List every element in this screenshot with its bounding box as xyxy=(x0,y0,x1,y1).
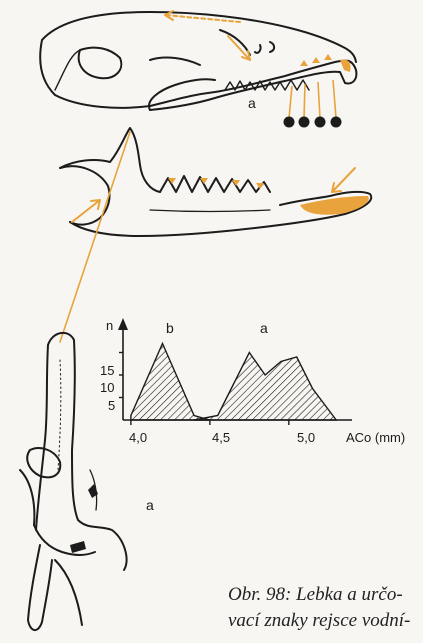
caption-line-1: Obr. 98: Lebka a určo- xyxy=(228,582,423,608)
mandible-drawing xyxy=(60,128,371,236)
figure-caption: Obr. 98: Lebka a určo- vací znaky rejsce… xyxy=(228,582,423,634)
y-tick-label-15: 15 xyxy=(100,363,114,378)
series-a-label: a xyxy=(260,320,268,336)
caption-line-2: vací znaky rejsce vodní- xyxy=(228,608,423,634)
chart-y-axis-arrow xyxy=(118,318,128,330)
x-tick-label-4-5: 4,5 xyxy=(212,430,230,445)
skull-drawing xyxy=(40,12,356,110)
y-tick-label-10: 10 xyxy=(100,380,114,395)
skull-label: a xyxy=(248,95,256,111)
x-tick-label-5-0: 5,0 xyxy=(297,430,315,445)
chart-x-axis-label: ACo (mm) xyxy=(346,430,405,445)
chart-series-b-area xyxy=(131,344,210,421)
chart-series-group xyxy=(131,344,336,421)
x-tick-label-4-0: 4,0 xyxy=(129,430,147,445)
tooth-dot-3 xyxy=(315,117,326,128)
condyle-label: a xyxy=(146,497,154,513)
mandible-tooth-stains xyxy=(168,178,369,215)
condyle-dark-marks xyxy=(70,484,98,553)
y-tick-label-5: 5 xyxy=(108,398,115,413)
chart-y-axis-label: n xyxy=(106,318,113,333)
series-b-label: b xyxy=(166,320,174,336)
tooth-dot-2 xyxy=(299,117,310,128)
chart-series-a-area xyxy=(194,353,336,421)
tooth-dot-4 xyxy=(331,117,342,128)
tooth-marker-dots xyxy=(284,117,342,128)
tooth-leader-lines xyxy=(289,80,336,118)
chart xyxy=(118,318,352,425)
tooth-dot-1 xyxy=(284,117,295,128)
mandible-arrows xyxy=(60,132,355,342)
